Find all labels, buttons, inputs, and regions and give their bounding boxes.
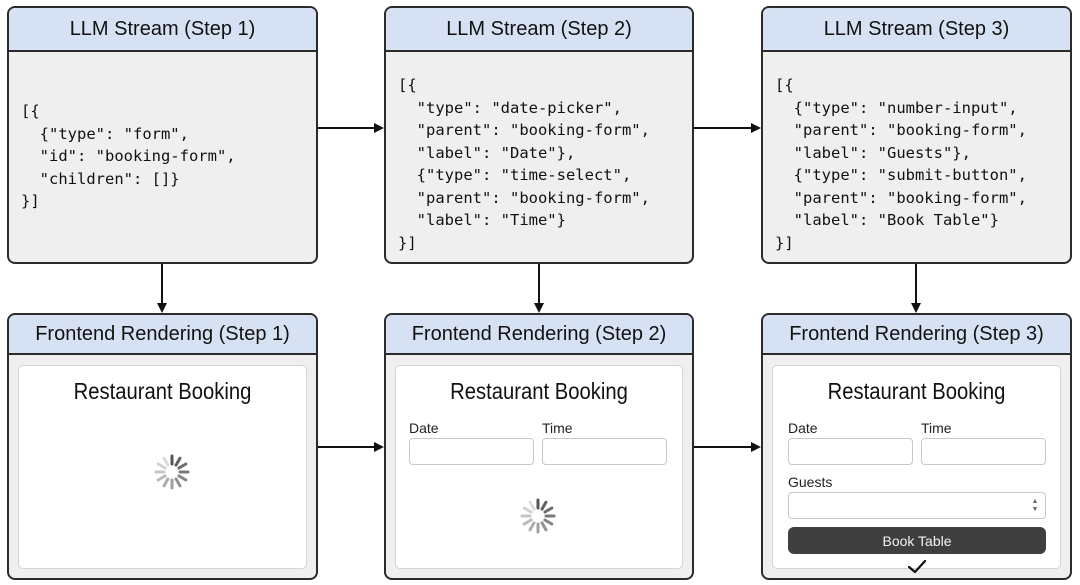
book-table-button[interactable]: Book Table (788, 527, 1046, 554)
frontend-rendering-panel-step-1: Frontend Rendering (Step 1) Restaurant B… (7, 313, 318, 580)
panel-title: LLM Stream (Step 3) (763, 8, 1070, 52)
loading-spinner-icon (520, 498, 556, 534)
llm-stream-panel-step-3: LLM Stream (Step 3) [{ {"type": "number-… (761, 6, 1072, 264)
code-block: [{ "type": "date-picker", "parent": "boo… (398, 76, 650, 252)
card-title: Restaurant Booking (450, 378, 628, 404)
guests-label: Guests (788, 474, 833, 490)
llm-stream-panel-step-1: LLM Stream (Step 1) [{ {"type": "form", … (7, 6, 318, 264)
date-label: Date (409, 420, 439, 436)
booking-card: Restaurant Booking Date Time (395, 365, 683, 569)
code-block: [{ {"type": "form", "id": "booking-form"… (21, 102, 236, 210)
booking-card: Restaurant Booking Date Time Guests ▲▼ B… (772, 365, 1061, 574)
guests-input[interactable]: ▲▼ (788, 492, 1046, 519)
panel-title: Frontend Rendering (Step 1) (9, 315, 316, 355)
loading-spinner-icon (154, 454, 190, 490)
date-input[interactable] (788, 438, 913, 465)
code-block: [{ {"type": "number-input", "parent": "b… (775, 76, 1027, 252)
time-label: Time (542, 420, 573, 436)
panel-title: LLM Stream (Step 1) (9, 8, 316, 52)
card-title: Restaurant Booking (73, 378, 252, 404)
time-select[interactable] (921, 438, 1046, 465)
number-stepper-icon[interactable]: ▲▼ (1031, 498, 1039, 513)
time-select[interactable] (542, 438, 667, 465)
frontend-rendering-panel-step-3: Frontend Rendering (Step 3) Restaurant B… (761, 313, 1072, 580)
panel-title: Frontend Rendering (Step 2) (386, 315, 692, 355)
panel-title: LLM Stream (Step 2) (386, 8, 692, 52)
time-label: Time (921, 420, 952, 436)
booking-card: Restaurant Booking (18, 365, 307, 569)
date-input[interactable] (409, 438, 534, 465)
card-title: Restaurant Booking (827, 378, 1006, 404)
checkmark-icon (907, 559, 927, 574)
date-label: Date (788, 420, 818, 436)
frontend-rendering-panel-step-2: Frontend Rendering (Step 2) Restaurant B… (384, 313, 694, 580)
llm-stream-panel-step-2: LLM Stream (Step 2) [{ "type": "date-pic… (384, 6, 694, 264)
panel-title: Frontend Rendering (Step 3) (763, 315, 1070, 355)
